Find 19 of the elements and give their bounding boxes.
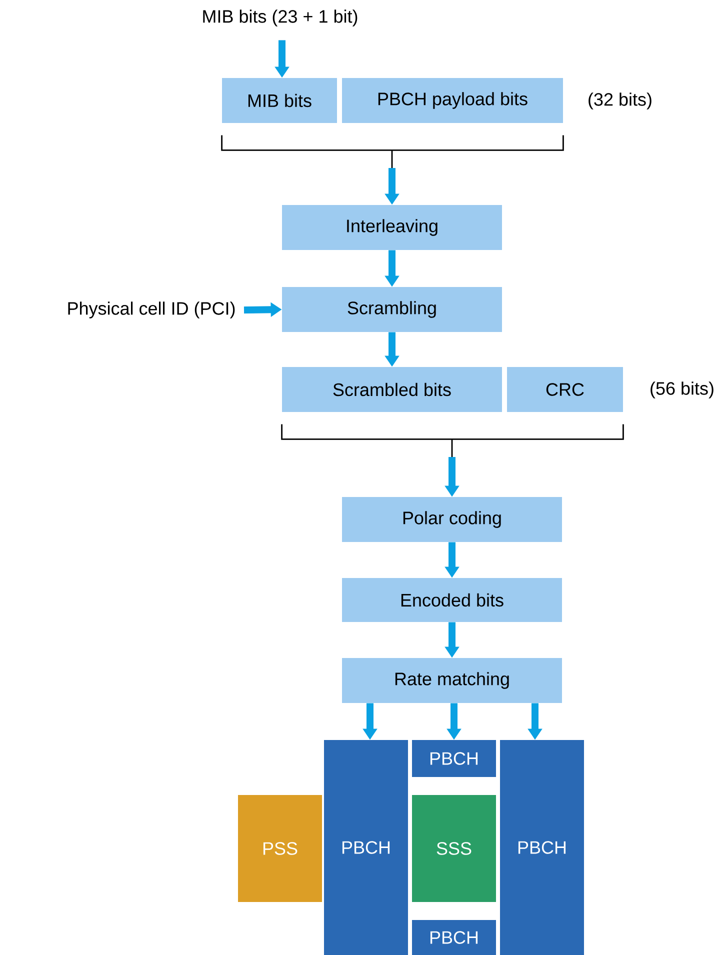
process-box: Rate matching — [342, 658, 562, 703]
size-label: (32 bits) — [588, 92, 652, 110]
signal-block: PBCH — [324, 740, 408, 955]
process-box: Scrambled bits — [282, 367, 502, 412]
process-box: Interleaving — [282, 205, 502, 250]
signal-block: PBCH — [412, 740, 496, 777]
process-box: Polar coding — [342, 497, 562, 542]
signal-block: SSS — [412, 795, 496, 902]
size-label: (56 bits) — [650, 382, 714, 398]
process-box: PBCH payload bits — [342, 78, 563, 123]
process-box: CRC — [507, 367, 623, 412]
signal-block: PSS — [238, 795, 322, 902]
signal-block: PBCH — [412, 920, 496, 955]
process-box: Encoded bits — [342, 578, 562, 622]
signal-block: PBCH — [500, 740, 584, 955]
process-box: Scrambling — [282, 287, 502, 332]
process-box: MIB bits — [222, 78, 337, 123]
input-label: MIB bits (23 + 1 bit) — [203, 10, 358, 26]
input-label: Physical cell ID (PCI) — [68, 302, 235, 318]
